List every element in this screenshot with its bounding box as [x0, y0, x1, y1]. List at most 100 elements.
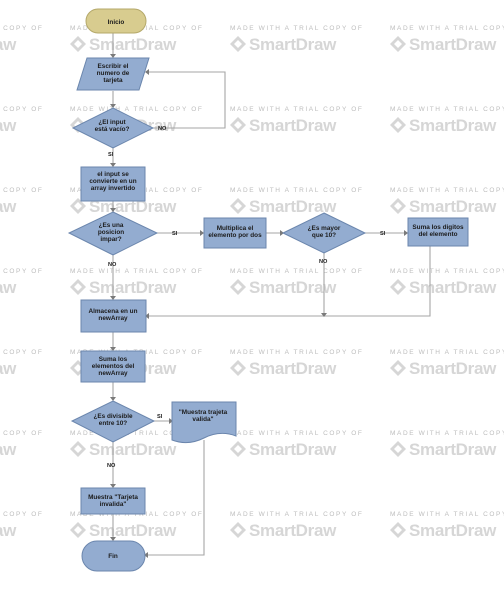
watermark-brand-text: SmartDraw — [0, 440, 17, 459]
watermark-brand-text: SmartDraw — [409, 440, 497, 459]
smartdraw-logo-icon — [390, 117, 406, 133]
watermark-trial-text: MADE WITH A TRIAL COPY OF — [390, 511, 504, 518]
watermark-trial-text: MADE WITH A TRIAL COPY OF — [230, 430, 363, 437]
arrowhead — [110, 296, 116, 300]
watermark-brand-text: SmartDraw — [409, 35, 497, 54]
watermark-trial-text: MADE WITH A TRIAL COPY OF — [230, 511, 363, 518]
arrowhead — [110, 208, 116, 212]
sum-digits-process — [407, 217, 469, 247]
edge-sum-digits-store — [146, 246, 431, 317]
edge-empty-no-loop — [146, 71, 226, 129]
watermark-trial-text: MADE WITH A TRIAL COPY OF — [390, 349, 504, 356]
watermark-trial-text: MADE WITH A TRIAL COPY OF — [0, 511, 43, 518]
invalid-card-process — [80, 487, 146, 515]
watermark-tile: MADE WITH A TRIAL COPY OF SmartDraw — [230, 106, 363, 135]
arrowhead — [144, 552, 148, 558]
arrowhead — [110, 347, 116, 351]
smartdraw-logo-icon — [390, 198, 406, 214]
watermark-trial-text: MADE WITH A TRIAL COPY OF — [390, 430, 504, 437]
smartdraw-logo-icon — [390, 279, 406, 295]
watermark-trial-text: MADE WITH A TRIAL COPY OF — [70, 106, 203, 113]
watermark-brand-text: SmartDraw — [0, 116, 17, 135]
arrowhead — [145, 69, 149, 75]
odd-position-decision — [67, 211, 159, 256]
store-new-array-process — [80, 299, 147, 333]
watermark-tile: MADE WITH A TRIAL COPY OF SmartDraw — [390, 511, 504, 540]
watermark-brand-text: SmartDraw — [409, 521, 497, 540]
watermark-tile: MADE WITH A TRIAL COPY OF SmartDraw — [390, 349, 504, 378]
watermark-trial-text: MADE WITH A TRIAL COPY OF — [70, 268, 203, 275]
smartdraw-logo-icon — [230, 279, 246, 295]
edge-label-div-no: NO — [107, 463, 116, 469]
end-label: Fin — [108, 553, 118, 560]
smartdraw-logo-icon — [70, 198, 86, 214]
start-terminal — [85, 8, 147, 34]
watermark-trial-text: MADE WITH A TRIAL COPY OF — [230, 106, 363, 113]
edge-label-odd-no: NO — [108, 262, 117, 268]
smartdraw-logo-icon — [230, 198, 246, 214]
smartdraw-logo-icon — [230, 360, 246, 376]
smartdraw-logo-icon — [390, 522, 406, 538]
smartdraw-logo-icon — [230, 522, 246, 538]
watermark-brand-text: SmartDraw — [409, 116, 497, 135]
watermark-trial-text: MADE WITH A TRIAL COPY OF — [0, 268, 43, 275]
greater-than-10-decision — [281, 212, 367, 254]
watermark-brand-text: SmartDraw — [409, 197, 497, 216]
watermark-brand-text: SmartDraw — [89, 197, 177, 216]
watermark-brand-text: SmartDraw — [249, 521, 337, 540]
end-terminal — [81, 540, 146, 572]
edge-label-div-yes: SI — [157, 414, 163, 420]
divisible-by-10-decision — [70, 400, 156, 443]
watermark-brand-text: SmartDraw — [249, 278, 337, 297]
watermark-brand-text: SmartDraw — [0, 359, 17, 378]
smartdraw-logo-icon — [230, 441, 246, 457]
watermark-trial-text: MADE WITH A TRIAL COPY OF — [390, 25, 504, 32]
empty-check-decision — [71, 107, 155, 149]
edge-label-gt10-no: NO — [319, 259, 328, 265]
watermark-tile: MADE WITH A TRIAL COPY OF SmartDraw — [230, 349, 363, 378]
watermark-brand-text: SmartDraw — [249, 359, 337, 378]
smartdraw-logo-icon — [390, 441, 406, 457]
watermark-trial-text: MADE WITH A TRIAL COPY OF — [0, 187, 43, 194]
smartdraw-logo-icon — [70, 279, 86, 295]
smartdraw-logo-icon — [230, 36, 246, 52]
watermark-brand-text: SmartDraw — [409, 278, 497, 297]
smartdraw-logo-icon — [70, 36, 86, 52]
reverse-array-process — [80, 166, 146, 202]
watermark-brand-text: SmartDraw — [249, 35, 337, 54]
watermark-brand-text: SmartDraw — [249, 197, 337, 216]
watermark-brand-text: SmartDraw — [0, 278, 17, 297]
watermark-brand-text: SmartDraw — [0, 521, 17, 540]
watermark-brand-text: SmartDraw — [89, 35, 177, 54]
input-card-number-parallelogram — [76, 57, 150, 91]
smartdraw-logo-icon — [70, 441, 86, 457]
watermark-tile: MADE WITH A TRIAL COPY OF SmartDraw — [0, 268, 43, 297]
watermark-brand-text: SmartDraw — [89, 521, 177, 540]
watermark-brand-text: SmartDraw — [249, 116, 337, 135]
watermark-tile: MADE WITH A TRIAL COPY OF SmartDraw — [0, 511, 43, 540]
watermark-trial-text: MADE WITH A TRIAL COPY OF — [230, 349, 363, 356]
watermark-brand-text: SmartDraw — [409, 359, 497, 378]
